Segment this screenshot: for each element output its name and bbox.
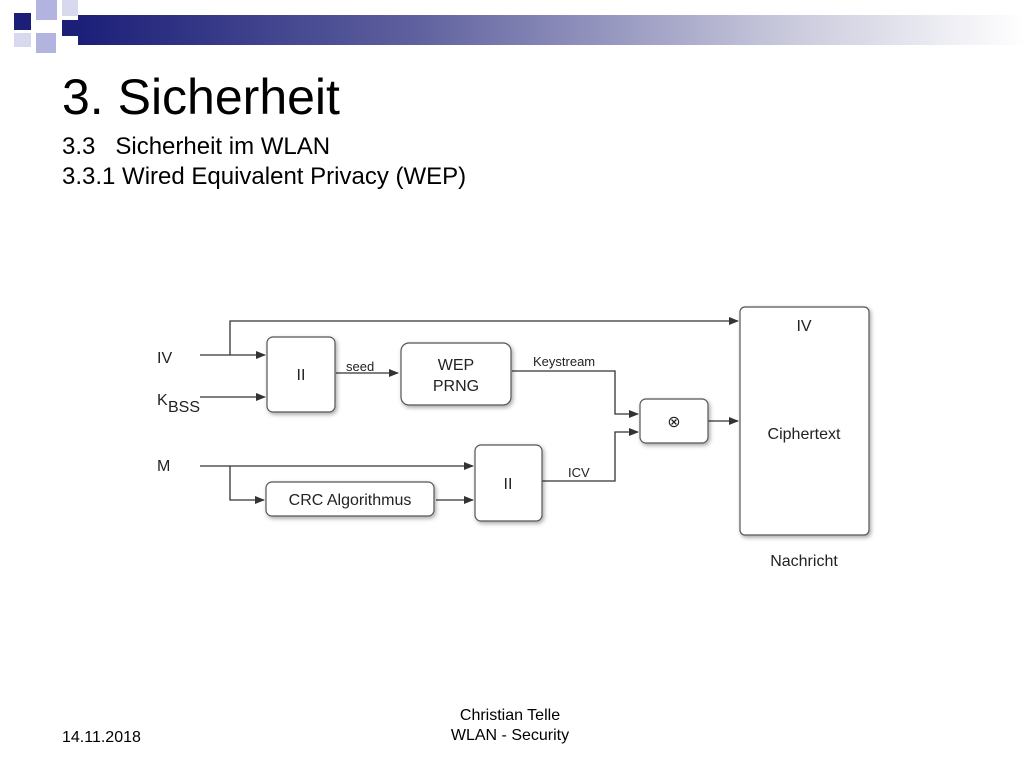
- keystream-label: Keystream: [533, 354, 595, 369]
- seed-label: seed: [346, 359, 374, 374]
- logo-square-lavender-4: [14, 33, 31, 47]
- logo-square-lavender-1: [36, 0, 57, 20]
- crc-label: CRC Algorithmus: [289, 492, 412, 509]
- header-gradient: [78, 15, 1024, 45]
- concat-top-label: II: [297, 367, 306, 384]
- arrow-iv-top: [229, 317, 739, 355]
- input-m-label: M: [157, 458, 170, 475]
- footer-center: Christian Telle WLAN - Security: [410, 706, 610, 746]
- wep-prng-label-2: PRNG: [433, 378, 479, 395]
- header-bar: [0, 0, 1024, 53]
- title-block: 3. Sicherheit 3.3 Sicherheit im WLAN 3.3…: [62, 68, 466, 192]
- footer-date: 14.11.2018: [62, 729, 141, 746]
- arrow-keystream: [512, 370, 639, 418]
- logo-square-lavender-2: [62, 0, 78, 16]
- xor-symbol: ⊗: [667, 414, 680, 431]
- concat-bottom-label: II: [504, 476, 513, 493]
- footer-author: Christian Telle: [459, 707, 561, 724]
- logo-square-lavender-3: [36, 33, 56, 53]
- slide-subtitle-1: 3.3 Sicherheit im WLAN: [62, 133, 331, 160]
- wep-diagram: IV K BSS M II WEP PRNG ⊗ II CRC Algorith…: [140, 295, 890, 590]
- output-iv-label: IV: [796, 318, 811, 335]
- slide-title: 3. Sicherheit: [62, 69, 340, 125]
- logo-square-navy-1: [14, 13, 31, 30]
- wep-prng-box: [400, 342, 512, 406]
- icv-label: ICV: [568, 465, 590, 480]
- nachricht-label: Nachricht: [770, 553, 838, 570]
- input-iv-label: IV: [157, 350, 172, 367]
- ciphertext-label: Ciphertext: [768, 426, 841, 443]
- wep-prng-label-1: WEP: [438, 357, 474, 374]
- footer-course: WLAN - Security: [450, 727, 570, 744]
- input-k-label: K: [157, 392, 168, 409]
- logo-square-navy-2: [62, 20, 78, 36]
- concat-box-bottom: [474, 444, 543, 522]
- arrow-m-crc: [229, 466, 265, 504]
- crc-box: [265, 481, 435, 517]
- slide-subtitle-2: 3.3.1 Wired Equivalent Privacy (WEP): [62, 163, 467, 190]
- concat-box-top: [266, 336, 336, 413]
- ciphertext-box: [739, 306, 870, 536]
- input-k-subscript: BSS: [168, 399, 200, 416]
- arrow-icv: [542, 428, 639, 482]
- xor-box: [639, 398, 709, 444]
- wep-diagram-svg: IV K BSS M II WEP PRNG ⊗ II CRC Algorith…: [157, 306, 870, 570]
